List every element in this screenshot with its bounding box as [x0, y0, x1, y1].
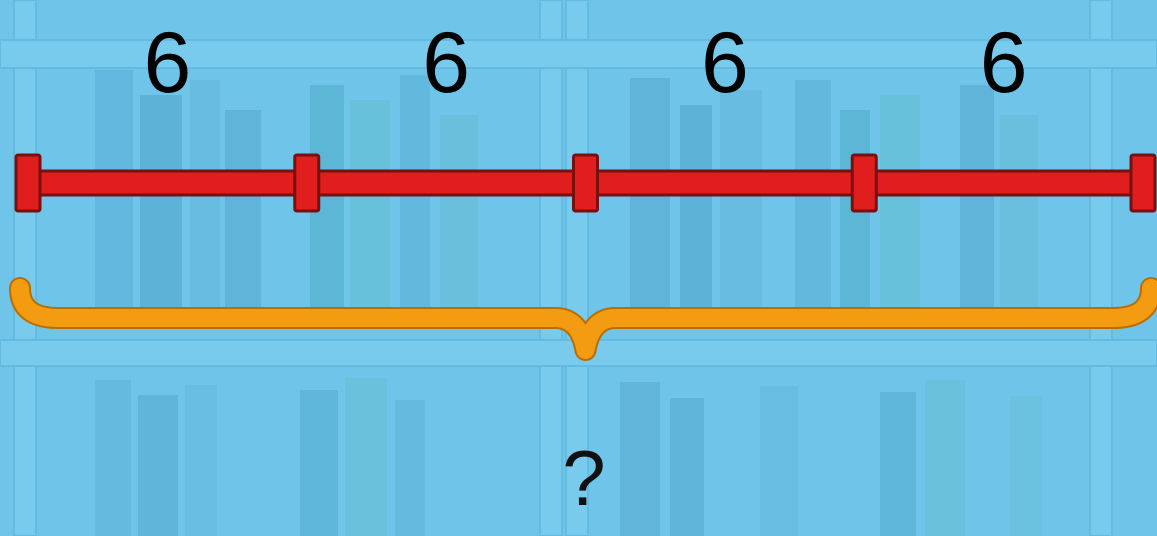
segment-label-1: 6 — [107, 8, 227, 118]
segment-tick-3 — [852, 155, 876, 211]
segment-label-3: 6 — [665, 8, 785, 118]
segment-tick-1 — [295, 155, 319, 211]
segment-label-4: 6 — [944, 8, 1064, 118]
segment-tick-0 — [16, 155, 40, 211]
total-brace — [20, 288, 1151, 350]
segment-label-2: 6 — [386, 8, 506, 118]
segment-tick-4 — [1131, 155, 1155, 211]
total-unknown-label: ? — [534, 428, 634, 528]
segment-tick-2 — [574, 155, 598, 211]
